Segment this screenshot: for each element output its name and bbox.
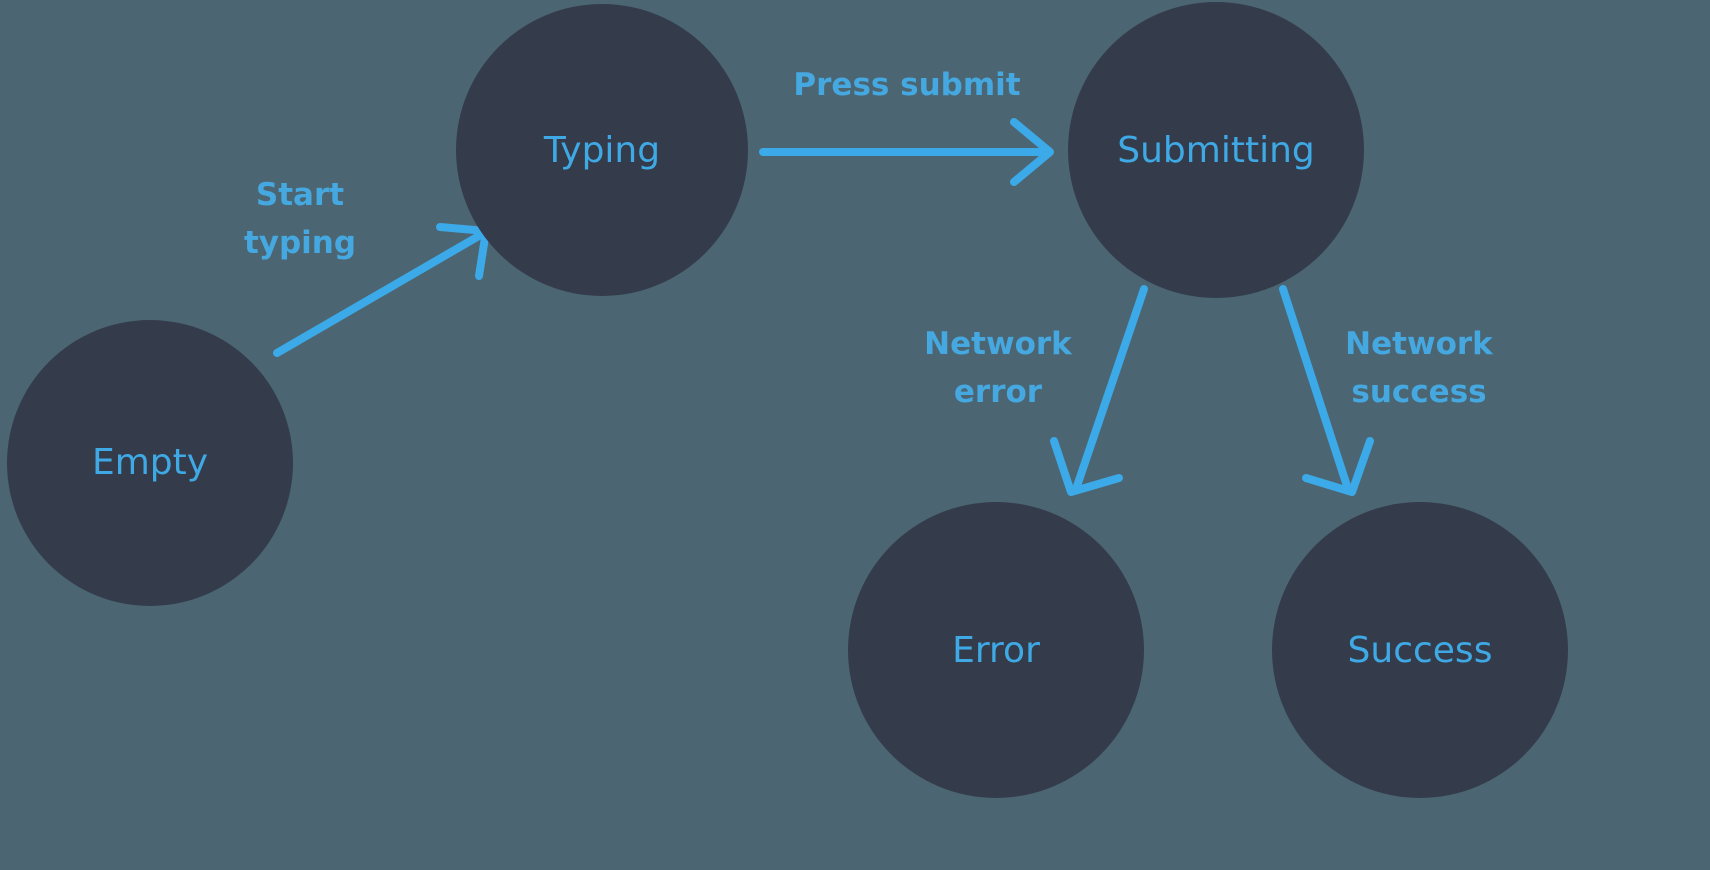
edge-submitting-to-error [1050, 285, 1148, 496]
node-empty-label: Empty [92, 442, 208, 483]
edge-submitting-to-success [1279, 285, 1374, 496]
edge-label-start-typing: Start typing [244, 177, 356, 261]
edge-empty-to-typing-line [273, 229, 488, 357]
node-empty[interactable]: Empty [7, 320, 293, 606]
node-error-circle[interactable] [848, 502, 1144, 798]
node-success[interactable]: Success [1272, 502, 1568, 798]
edge-label-network-success-line1: Network [1345, 326, 1494, 362]
node-error[interactable]: Error [848, 502, 1144, 798]
edge-submitting-to-success-arrowhead [1302, 437, 1374, 496]
node-empty-circle[interactable] [7, 320, 293, 606]
edge-label-press-submit: Press submit [793, 67, 1020, 103]
node-success-circle[interactable] [1272, 502, 1568, 798]
edge-label-start-typing-line1: Start [256, 177, 344, 213]
node-submitting[interactable]: Submitting [1068, 2, 1364, 298]
edge-label-start-typing-line2: typing [244, 225, 356, 261]
node-success-label: Success [1348, 630, 1493, 671]
edge-submitting-to-success-line [1279, 285, 1352, 493]
node-typing[interactable]: Typing [456, 4, 748, 296]
edge-label-network-success: Network success [1345, 326, 1494, 410]
edge-label-network-success-line2: success [1351, 374, 1486, 410]
edge-label-network-error: Network error [924, 326, 1073, 410]
node-error-label: Error [952, 630, 1040, 671]
edge-submitting-to-error-line [1072, 285, 1148, 493]
edge-typing-to-submitting [759, 118, 1054, 186]
edge-label-press-submit-line1: Press submit [793, 67, 1020, 103]
edge-submitting-to-error-arrowhead [1050, 437, 1123, 496]
node-submitting-label: Submitting [1117, 130, 1315, 171]
edge-typing-to-submitting-arrowhead [1010, 118, 1054, 186]
edge-label-network-error-line1: Network [924, 326, 1073, 362]
node-submitting-circle[interactable] [1068, 2, 1364, 298]
node-typing-circle[interactable] [456, 4, 748, 296]
edge-label-network-error-line2: error [954, 374, 1043, 410]
node-typing-label: Typing [543, 130, 660, 171]
